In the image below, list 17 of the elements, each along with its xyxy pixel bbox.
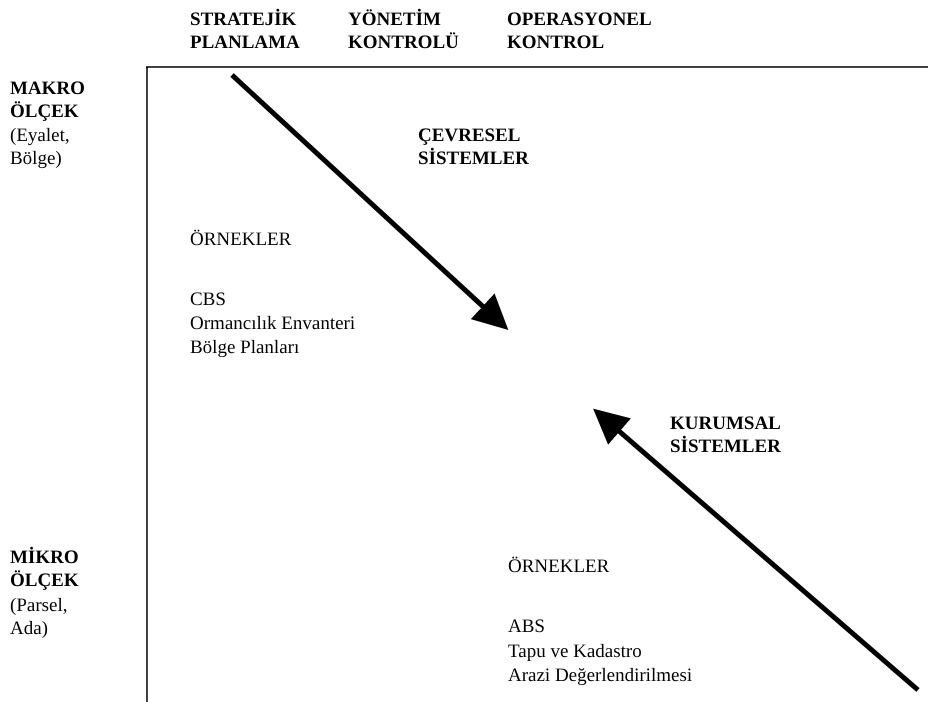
example-item: Bölge Planları	[190, 336, 300, 359]
examples-heading: ÖRNEKLER	[508, 555, 610, 578]
example-item: Ormancılık Envanteri	[190, 312, 356, 335]
row-subheader: (Eyalet, Bölge)	[10, 124, 71, 170]
column-header: YÖNETİM KONTROLÜ	[348, 8, 460, 54]
arrow-label: ÇEVRESEL SİSTEMLER	[418, 124, 528, 170]
example-item: CBS	[190, 288, 227, 311]
examples-heading: ÖRNEKLER	[190, 228, 292, 251]
arrow-label: KURUMSAL SİSTEMLER	[670, 412, 782, 458]
example-item: Arazi Değerlendirilmesi	[508, 664, 694, 687]
row-subheader: (Parsel, Ada)	[10, 594, 69, 640]
row-header: MİKRO ÖLÇEK	[10, 546, 80, 592]
column-header: STRATEJİK PLANLAMA	[190, 8, 301, 54]
example-item: Tapu ve Kadastro	[508, 640, 643, 663]
row-header: MAKRO ÖLÇEK	[10, 77, 86, 123]
column-header: OPERASYONEL KONTROL	[507, 8, 652, 54]
example-item: ABS	[508, 615, 546, 638]
